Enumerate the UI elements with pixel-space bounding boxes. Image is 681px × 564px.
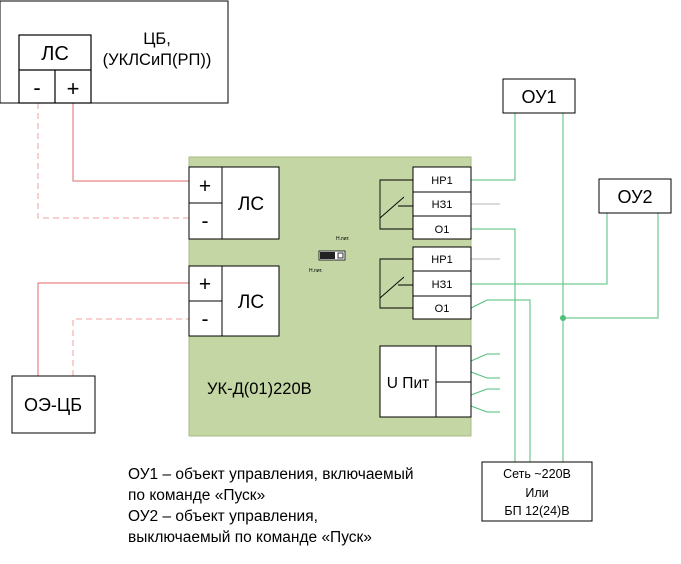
power-label: U Пит <box>387 375 429 392</box>
relay1-nz-label: НЗ1 <box>432 199 453 211</box>
wire-relay1-o-to-power <box>471 228 516 462</box>
legend-line-1: ОУ1 – объект управления, включаемый <box>128 466 414 483</box>
relay1: НР1 НЗ1 О1 <box>379 166 472 240</box>
wire-oe-to-ls2-plus <box>37 282 189 376</box>
ls2-minus-label: - <box>202 308 209 331</box>
wire-relay1-nr-to-ou1 <box>471 113 516 181</box>
relay2-nr-label: НР1 <box>431 254 452 266</box>
wire-oe-to-ls2-minus <box>72 318 189 376</box>
relay1-terminal-block <box>412 166 472 240</box>
power-block: U Пит <box>379 345 472 418</box>
ls1-plus-label: + <box>199 175 211 198</box>
ou2-box <box>598 178 672 214</box>
cb-plus-label: + <box>67 76 80 101</box>
jumper-label-top: Н.пит. <box>336 236 350 242</box>
jumper-pin <box>337 252 344 259</box>
legend-line-2: по команде «Пуск» <box>128 487 266 504</box>
jumper: Н.пит. Н.пит. <box>309 236 350 274</box>
power-source-box <box>481 461 593 522</box>
relay2-terminal-block <box>412 246 472 320</box>
power-source-line2: Или <box>525 486 548 500</box>
ls1-label: ЛС <box>238 194 264 215</box>
relay1-nr-label: НР1 <box>431 175 452 187</box>
relay1-contact-symbol <box>379 179 413 230</box>
wire-ou2-to-junction <box>563 213 659 319</box>
cb-title-line1: ЦБ, <box>143 30 171 48</box>
legend-line-4: выключаемый по команде «Пуск» <box>128 529 372 546</box>
wire-relay2-nz-to-ou2 <box>471 213 608 285</box>
power-source-line3: БП 12(24)В <box>504 504 569 518</box>
wire-power-upper-a <box>470 353 500 362</box>
wire-junction-dot <box>560 315 566 321</box>
cb-minus-label: - <box>33 75 40 100</box>
cb-ls-label: ЛС <box>41 43 69 65</box>
cb-title-line2: (УКЛСиП(РП)) <box>103 51 212 69</box>
relay2-o-label: О1 <box>435 303 450 315</box>
relay2: НР1 НЗ1 О1 <box>379 246 472 320</box>
power-source-line1: Сеть ~220В <box>503 467 571 481</box>
ls2-plus-label: + <box>199 273 211 296</box>
legend-line-3: ОУ2 – объект управления, <box>128 508 318 525</box>
wire-power-lower-a <box>470 388 500 396</box>
oe-label: ОЭ-ЦБ <box>24 395 82 415</box>
jumper-cap <box>320 252 335 259</box>
oe-box <box>11 375 96 434</box>
legend: ОУ1 – объект управления, включаемый по к… <box>128 464 468 548</box>
wires <box>37 103 659 462</box>
wire-power-lower-b <box>470 405 500 413</box>
relay2-contact-symbol <box>379 258 413 309</box>
wire-cb-plus-to-ls1-plus <box>72 103 189 182</box>
jumper-label-bottom: Н.пит. <box>309 268 323 274</box>
wire-power-upper-b <box>470 371 500 379</box>
ou1-box <box>502 78 576 114</box>
device-name: УК-Д(01)220В <box>207 380 312 398</box>
relay1-o-label: О1 <box>435 224 450 236</box>
ls1-minus-label: - <box>202 210 209 233</box>
ou2-label: ОУ2 <box>617 187 652 207</box>
ou1-label: ОУ1 <box>521 87 556 107</box>
relay2-nz-label: НЗ1 <box>432 279 453 291</box>
wire-relay2-o-to-power <box>470 299 531 462</box>
ls2-label: ЛС <box>238 292 264 313</box>
wire-cb-minus-to-ls1-minus <box>37 103 189 219</box>
